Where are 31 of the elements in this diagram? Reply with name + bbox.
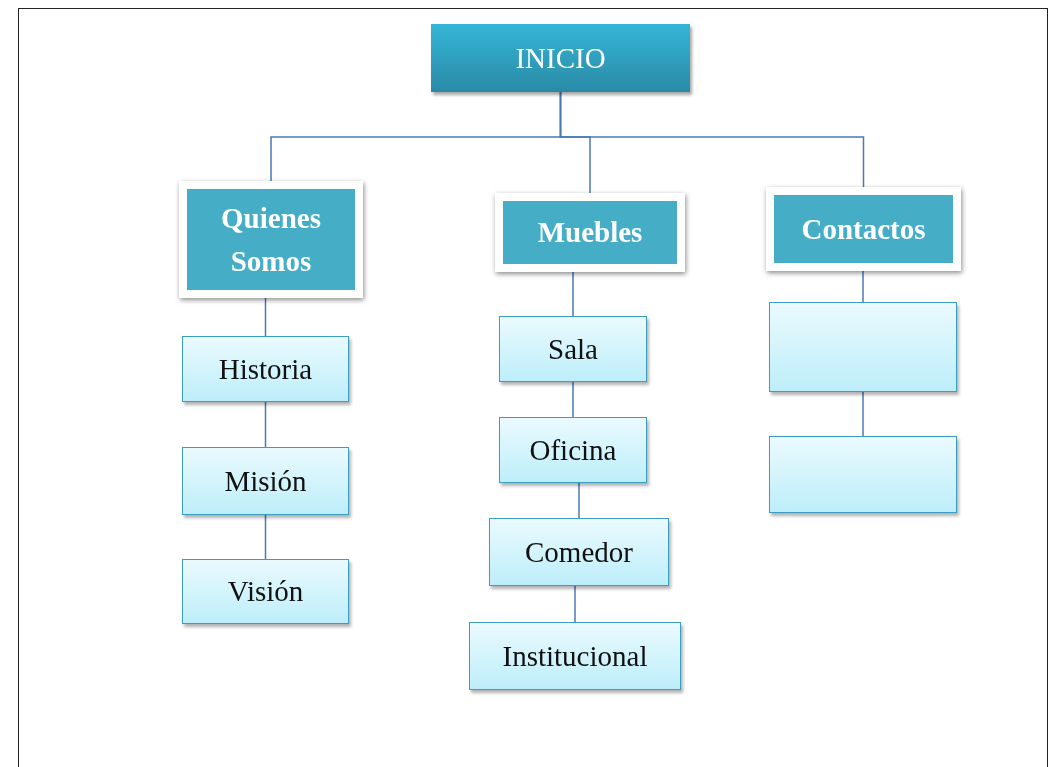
box-label: Oficina xyxy=(529,433,617,467)
connector-line xyxy=(559,91,865,188)
box-label: Visión xyxy=(227,575,304,608)
box-label: Sala xyxy=(548,332,598,366)
connector-line xyxy=(572,381,574,418)
connector-line xyxy=(862,270,864,303)
connector-line xyxy=(264,297,267,337)
page-box xyxy=(769,302,957,392)
box-label: Muebles xyxy=(537,215,643,251)
page-box xyxy=(469,622,681,690)
page-box xyxy=(182,559,349,624)
box-label: Quienes Somos xyxy=(220,201,322,279)
connector-line xyxy=(862,391,864,437)
box-label: INICIO xyxy=(515,41,606,75)
box-label: Historia xyxy=(218,352,313,386)
connector-line xyxy=(578,482,580,519)
box-label: Institucional xyxy=(502,639,648,673)
connector-line xyxy=(264,401,267,448)
page-box xyxy=(499,417,647,483)
box-label: Contactos xyxy=(801,211,926,247)
connector-line xyxy=(574,585,576,623)
page-box xyxy=(182,447,349,515)
root-box xyxy=(431,24,690,92)
box-label: Comedor xyxy=(525,535,633,569)
box-label: Misión xyxy=(224,464,307,498)
connector-line xyxy=(264,514,267,560)
connector-line xyxy=(572,271,574,317)
page-box xyxy=(489,518,669,586)
page-box xyxy=(769,436,957,513)
page-box xyxy=(182,336,349,402)
page-box xyxy=(499,316,647,382)
